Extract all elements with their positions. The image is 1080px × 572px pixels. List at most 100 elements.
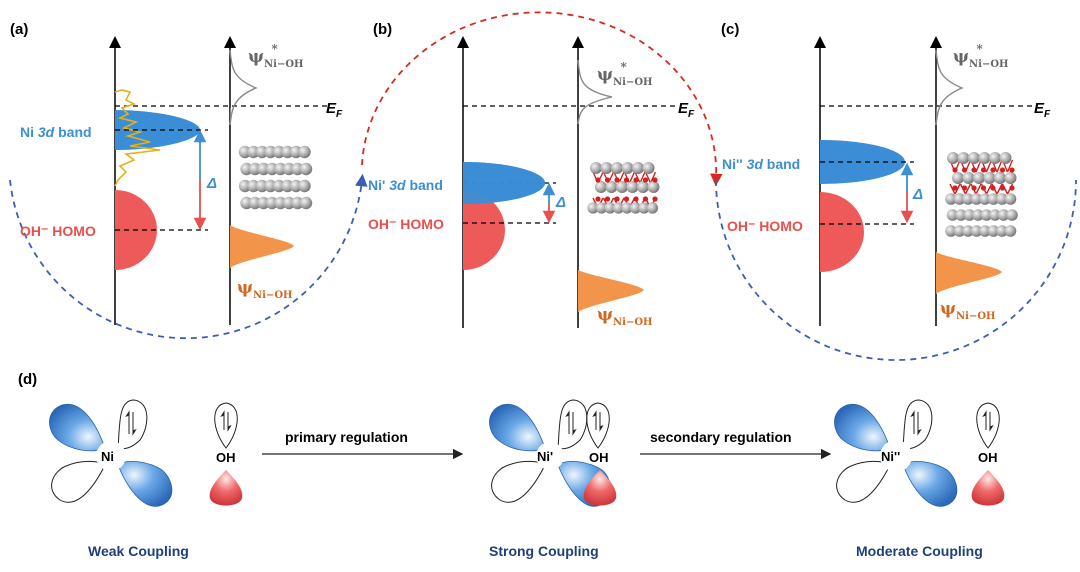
o-atom xyxy=(652,177,658,183)
o-atom xyxy=(623,196,630,202)
ni-electron-pair-icon xyxy=(910,410,922,436)
o-atom xyxy=(633,196,639,202)
ni-atom xyxy=(299,162,313,176)
o-atom xyxy=(971,185,977,191)
panel-c-bonding-peak xyxy=(936,252,1002,294)
oh-lobe-upper xyxy=(976,402,1000,449)
ni-atom xyxy=(973,172,985,184)
ni-atom xyxy=(299,196,313,210)
ni-atom xyxy=(289,145,303,159)
panel-a-psi-label: ψNi−OH xyxy=(237,278,293,301)
ni-atom xyxy=(587,202,599,214)
panel-a-antibonding-peak xyxy=(229,49,258,126)
ni-center xyxy=(880,440,912,472)
oh-lobe-red xyxy=(583,470,617,506)
o-atom xyxy=(614,177,620,183)
o-atom xyxy=(642,177,649,183)
panel-a-tag: (a) xyxy=(10,21,28,38)
ni-atom xyxy=(1004,172,1017,184)
ni-atom xyxy=(264,145,277,159)
ni-atom xyxy=(274,196,287,210)
ni-atom xyxy=(970,225,983,237)
panel-c-oh-homo xyxy=(820,192,864,272)
ni-atom xyxy=(298,145,311,159)
ni-o-bond xyxy=(639,171,646,184)
ni-o-bond xyxy=(985,183,993,195)
ni-atom xyxy=(1004,193,1017,205)
panel-a: (a) EF ψNi−OH* Ni 3d band OH⁻ HOMO Δ ψNi… xyxy=(10,21,343,325)
ni-atom xyxy=(1006,209,1018,221)
panel-c: (c) EF ψNi−OH* Ni'' 3d band OH⁻ HOMO Δ ψ… xyxy=(721,21,1051,326)
orbital-group-weak: Ni OH xyxy=(49,399,243,507)
ni-o-bond xyxy=(1006,159,1014,173)
panel-a-bonding-peak xyxy=(230,225,294,268)
ni-atom xyxy=(638,202,650,214)
ni-atom xyxy=(632,162,644,174)
o-atom xyxy=(990,167,996,173)
o-atom xyxy=(999,185,1006,191)
ni-atom xyxy=(963,209,976,221)
ni-atom xyxy=(238,179,252,193)
secondary-regulation-label: secondary regulation xyxy=(650,429,792,445)
ni-atom xyxy=(970,193,983,205)
ni-atom xyxy=(257,162,270,176)
ni-atom xyxy=(947,152,959,164)
ni-o-bond xyxy=(996,183,1003,195)
panel-b-oh-homo xyxy=(463,190,505,270)
ni-d-lobe-empty xyxy=(836,460,891,503)
coupling-arc-blue-right xyxy=(715,179,1077,361)
ni-atom xyxy=(621,162,634,174)
ni-atom xyxy=(291,162,304,176)
ni-atom xyxy=(953,193,966,205)
ni-atom xyxy=(962,172,975,184)
ni-atom xyxy=(248,162,262,176)
ni-atom xyxy=(240,196,253,210)
o-atom xyxy=(961,167,968,173)
ni-atom xyxy=(646,202,659,214)
weak-coupling-label: Weak Coupling xyxy=(88,543,189,559)
ni-atom xyxy=(238,145,252,159)
o-atom xyxy=(623,177,630,183)
o-atom xyxy=(971,167,977,173)
ni-atom xyxy=(247,179,260,193)
oh-label: OH xyxy=(978,450,998,465)
ni-d-lobe-blue xyxy=(49,403,106,452)
ni-atom xyxy=(647,181,660,193)
ni-d-lobe-empty xyxy=(491,460,546,503)
ni-atom xyxy=(590,162,602,174)
panel-a-ni-slab xyxy=(238,145,313,210)
panel-a-delta-label: Δ xyxy=(206,175,217,192)
ni-atom xyxy=(996,193,1008,205)
ni-atom xyxy=(282,196,296,210)
oh-electron-pair-icon xyxy=(982,410,994,432)
panel-c-psi-label: ψNi−OH xyxy=(940,299,996,322)
ni-atom xyxy=(1004,225,1017,237)
oh-label: OH xyxy=(216,450,236,465)
orbital-group-moderate: Ni'' OH xyxy=(834,399,1005,507)
ni-atom xyxy=(248,196,262,210)
panel-c-ni-slab xyxy=(945,152,1018,237)
ni-atom xyxy=(999,152,1012,164)
panel-a-ni-band xyxy=(115,110,200,150)
ni-atom xyxy=(612,202,625,214)
panel-c-homo-label: OH⁻ HOMO xyxy=(727,218,803,234)
ni-atom xyxy=(968,152,980,164)
o-atom xyxy=(1009,185,1015,191)
ni-atom xyxy=(257,196,270,210)
oh-lobe-upper xyxy=(214,402,238,449)
ni-atom xyxy=(265,162,279,176)
panel-c-ni-band-label: Ni'' 3d band xyxy=(722,156,800,172)
ni-atom xyxy=(626,181,639,193)
ni-atom xyxy=(979,193,991,205)
ni-atom xyxy=(989,152,1001,164)
oh-electron-pair-icon xyxy=(220,410,232,432)
ni-d-lobe-empty xyxy=(557,399,588,450)
panel-b-psi-label: ψNi−OH xyxy=(597,305,653,328)
ni-atom xyxy=(957,152,970,164)
panel-b-ni-slab xyxy=(587,162,660,214)
ni-d-lobe-empty xyxy=(902,399,933,450)
o-atom xyxy=(642,196,649,202)
ni-o-bond xyxy=(954,183,961,195)
ni-d-lobe-empty xyxy=(51,460,106,503)
ni-atom xyxy=(247,145,260,159)
